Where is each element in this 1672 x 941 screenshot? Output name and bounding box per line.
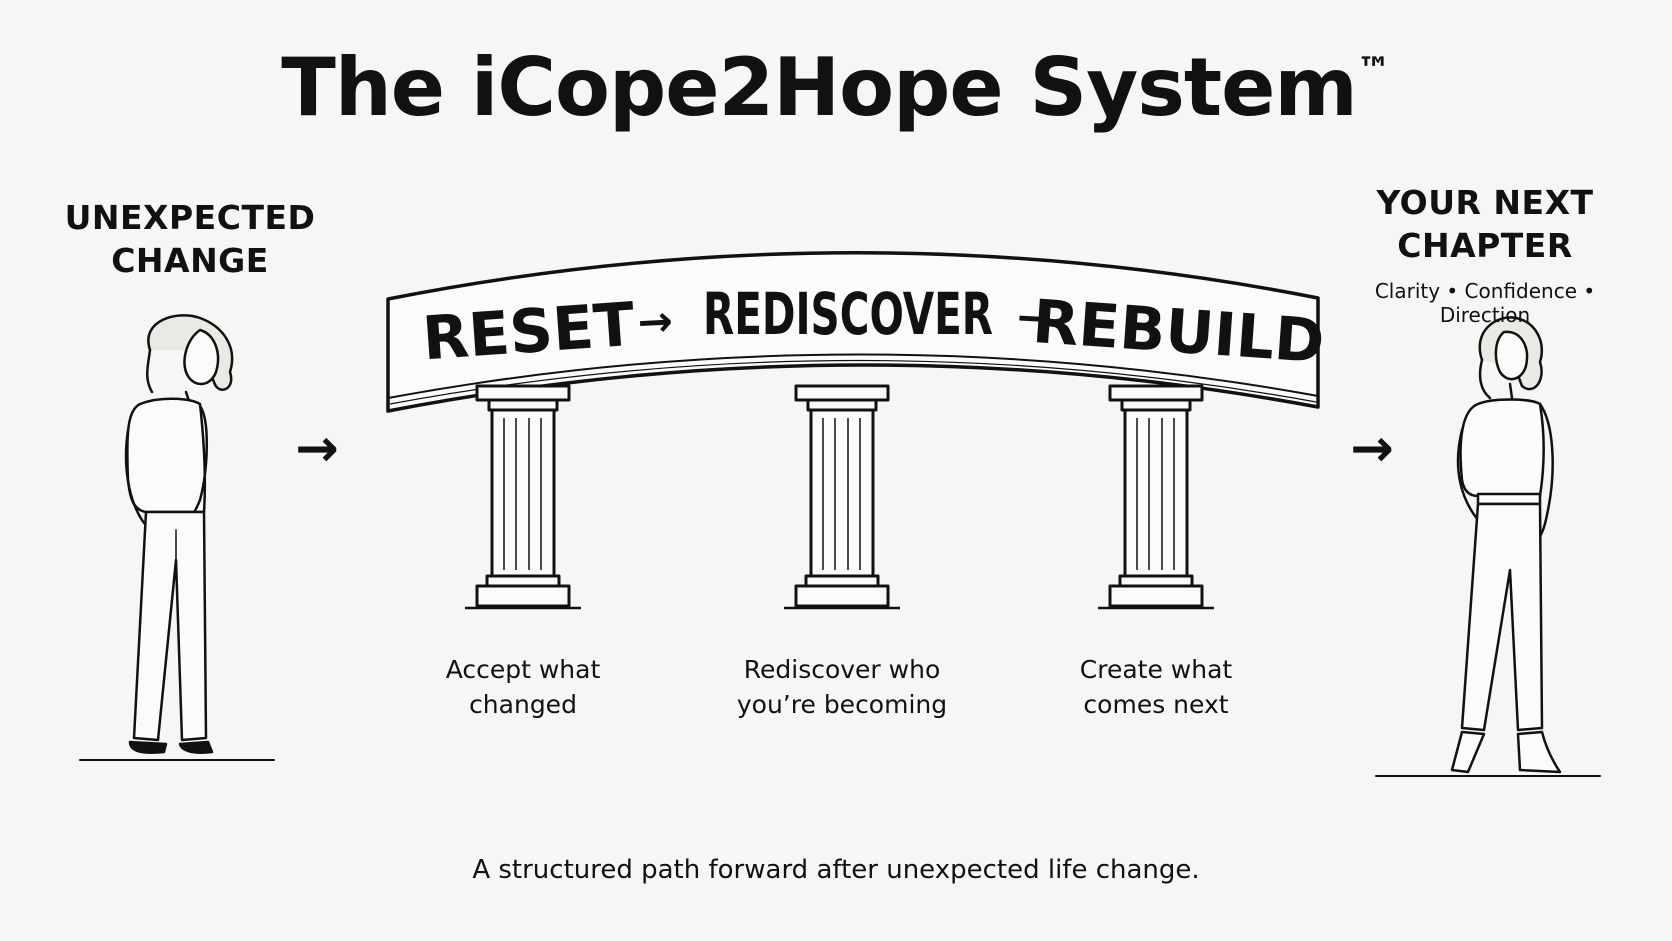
flow-arrow-left: → (295, 419, 339, 479)
pillar-caption-rediscover-line2: you’re becoming (736, 690, 948, 719)
pillar-caption-rediscover-line1: Rediscover who (743, 655, 941, 684)
unexpected-change-line2: CHANGE (111, 241, 269, 280)
pillar-rebuild (1098, 384, 1214, 610)
next-chapter-line1: YOUR NEXT (1376, 183, 1594, 222)
unexpected-change-label: UNEXPECTED CHANGE (60, 196, 320, 282)
banner-arrow-1: → (636, 296, 674, 347)
pillar-caption-reset-line2: changed (469, 690, 577, 719)
flow-arrow-right: → (1350, 419, 1394, 479)
banner-arrow-2: → (1016, 292, 1054, 343)
banner-step-reset: RESET (420, 290, 637, 375)
pillar-caption-rebuild-line1: Create what (1079, 655, 1233, 684)
pillar-rediscover (784, 384, 900, 610)
next-chapter-line2: CHAPTER (1397, 226, 1573, 265)
trademark-symbol: ™ (1356, 50, 1391, 90)
pillar-caption-reset-line1: Accept what (445, 655, 601, 684)
next-chapter-label: YOUR NEXT CHAPTER (1345, 181, 1625, 267)
woman-looking-down-figure (79, 314, 275, 761)
banner-step-rediscover: REDISCOVER (703, 280, 993, 348)
pillar-caption-rebuild-line2: comes next (1083, 690, 1229, 719)
pillar-reset (465, 384, 581, 610)
pillar-caption-rediscover: Rediscover who you’re becoming (712, 652, 972, 722)
next-chapter-subtitle: Clarity • Confidence • Direction (1374, 279, 1596, 327)
footer-tagline: A structured path forward after unexpect… (472, 855, 1200, 885)
pillar-caption-reset: Accept what changed (393, 652, 653, 722)
page-title: The iCope2Hope System (281, 41, 1357, 134)
title-block: The iCope2Hope System™ (0, 48, 1672, 128)
woman-confident-figure (1375, 316, 1601, 777)
banner (386, 251, 1320, 413)
pillar-caption-rebuild: Create what comes next (1026, 652, 1286, 722)
unexpected-change-line1: UNEXPECTED (64, 198, 316, 237)
